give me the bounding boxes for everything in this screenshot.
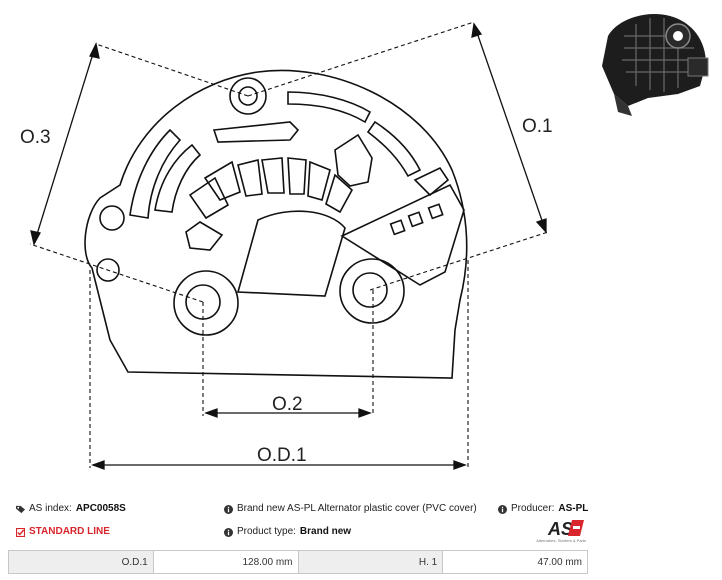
- description-text: Brand new AS-PL Alternator plastic cover…: [237, 503, 477, 514]
- product-description: Brand new AS-PL Alternator plastic cover…: [224, 503, 477, 515]
- terminal-slot: [427, 203, 444, 220]
- standard-line-label: STANDARD LINE: [29, 526, 110, 537]
- cover-slot: [203, 160, 241, 201]
- cover-slot: [287, 157, 307, 195]
- producer: Producer: AS-PL: [498, 503, 588, 515]
- table-row: O.D.1 128.00 mm H. 1 47.00 mm: [8, 550, 588, 574]
- cover-slot: [261, 157, 285, 194]
- o1-label: O.1: [522, 116, 553, 137]
- cover-outline: [84, 69, 468, 379]
- right-hole-outer: [339, 258, 405, 324]
- cover-slot: [129, 128, 182, 219]
- as-index-value: APC0058S: [75, 503, 126, 514]
- small-hole: [96, 258, 120, 282]
- cover-slot: [325, 173, 354, 214]
- terminal-block: [340, 183, 465, 286]
- standard-line: STANDARD LINE: [16, 526, 110, 538]
- info-icon: [224, 504, 233, 514]
- cover-slot: [185, 221, 224, 251]
- cover-slot: [366, 120, 422, 178]
- center-hub: [236, 210, 346, 297]
- cover-slot: [287, 91, 372, 124]
- terminal-slot: [407, 211, 424, 228]
- cover-slot: [334, 133, 373, 187]
- producer-value: AS-PL: [558, 503, 589, 514]
- spec-value: 128.00 mm: [152, 550, 299, 574]
- product-type-label: Product type:: [237, 526, 296, 537]
- cover-slot: [307, 160, 331, 201]
- cover-slot: [413, 166, 450, 197]
- left-hole-outer: [173, 270, 239, 336]
- right-hole-inner: [352, 272, 388, 308]
- o3-label: O.3: [20, 127, 51, 148]
- cover-slot: [237, 159, 263, 197]
- info-icon: [498, 504, 507, 514]
- as-logo-mark: AS: [547, 519, 584, 539]
- producer-label: Producer:: [511, 503, 555, 514]
- top-hole-outer: [229, 77, 267, 115]
- as-pl-logo: AS Alternators, Starters & Parts: [530, 518, 586, 546]
- spec-label: H. 1: [297, 550, 444, 574]
- o3-dimension-line: [33, 43, 97, 245]
- spec-label: O.D.1: [8, 550, 154, 574]
- cover-slot: [154, 143, 202, 213]
- small-hole: [99, 205, 125, 231]
- specs-table: O.D.1 128.00 mm H. 1 47.00 mm: [8, 550, 588, 574]
- o2-label: O.2: [272, 394, 303, 415]
- o1-dimension-line: [473, 23, 547, 233]
- product-photo: [588, 6, 718, 118]
- cover-slot: [212, 121, 300, 143]
- product-type: Product type: Brand new: [224, 526, 351, 538]
- top-hole-inner: [238, 86, 258, 106]
- as-index: AS index: APC0058S: [16, 503, 126, 515]
- product-type-value: Brand new: [299, 526, 352, 537]
- as-index-label: AS index:: [29, 503, 72, 514]
- terminal-slot: [389, 219, 406, 236]
- tag-icon: [16, 505, 25, 513]
- checkbox-checked-icon: [16, 527, 25, 537]
- svg-text:AS: AS: [547, 519, 573, 538]
- spec-value: 47.00 mm: [442, 550, 588, 574]
- logo-tagline: Alternators, Starters & Parts: [536, 538, 586, 543]
- info-icon: [224, 527, 233, 537]
- od1-label: O.D.1: [257, 445, 307, 466]
- cover-slot: [188, 176, 230, 220]
